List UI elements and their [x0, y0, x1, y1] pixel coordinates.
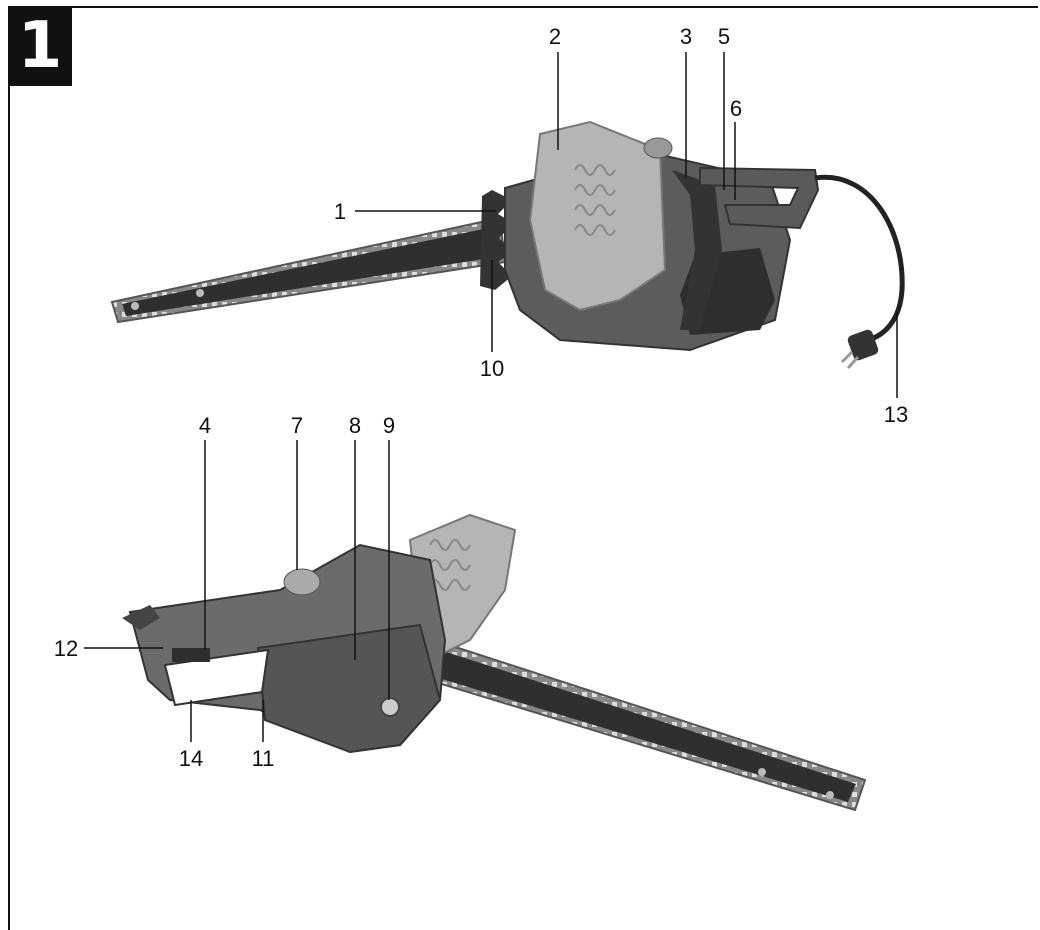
- handle-opening: [163, 648, 270, 707]
- chainsaw-top-view: [110, 120, 905, 370]
- figure-frame: [8, 6, 1038, 930]
- figure-number-badge: 1: [8, 6, 72, 86]
- bar-hole: [826, 791, 834, 799]
- callout-9: 9: [383, 413, 395, 438]
- callout-3: 3: [680, 24, 692, 49]
- callout-2: 2: [549, 24, 561, 49]
- callout-11: 11: [252, 746, 275, 771]
- callout-12: 12: [54, 636, 78, 661]
- callout-10: 10: [480, 356, 504, 381]
- callout-4: 4: [199, 413, 211, 438]
- rear-handle-tip: [122, 605, 160, 630]
- fixing-nut: [380, 697, 400, 717]
- callout-1: 1: [334, 199, 346, 224]
- sprocket-cover: [256, 623, 442, 754]
- bumper-spikes: [480, 190, 515, 290]
- oil-cap-bottom: [283, 568, 321, 596]
- callout-13: 13: [884, 402, 908, 427]
- callout-7: 7: [291, 413, 303, 438]
- guard-grooves-bottom: [429, 539, 471, 591]
- front-handle-top: [672, 170, 722, 330]
- bar-hole: [758, 768, 766, 776]
- chainsaw-side-view: [122, 513, 867, 812]
- guide-bar-bottom-inner: [432, 652, 856, 802]
- bar-hole: [131, 302, 139, 310]
- power-plug: [840, 329, 879, 370]
- callout-8: 8: [349, 413, 361, 438]
- power-cable: [814, 174, 905, 343]
- leader-lines: [84, 52, 898, 742]
- callout-14: 14: [179, 746, 203, 771]
- callout-5: 5: [718, 24, 730, 49]
- on-off-switch: [172, 648, 210, 662]
- callout-6: 6: [730, 96, 742, 121]
- oil-cap-top: [643, 137, 673, 159]
- bar-hole: [196, 289, 204, 297]
- guide-bar-top-inner: [122, 226, 502, 316]
- hand-guard-top: [528, 120, 667, 312]
- guard-grooves: [574, 164, 616, 236]
